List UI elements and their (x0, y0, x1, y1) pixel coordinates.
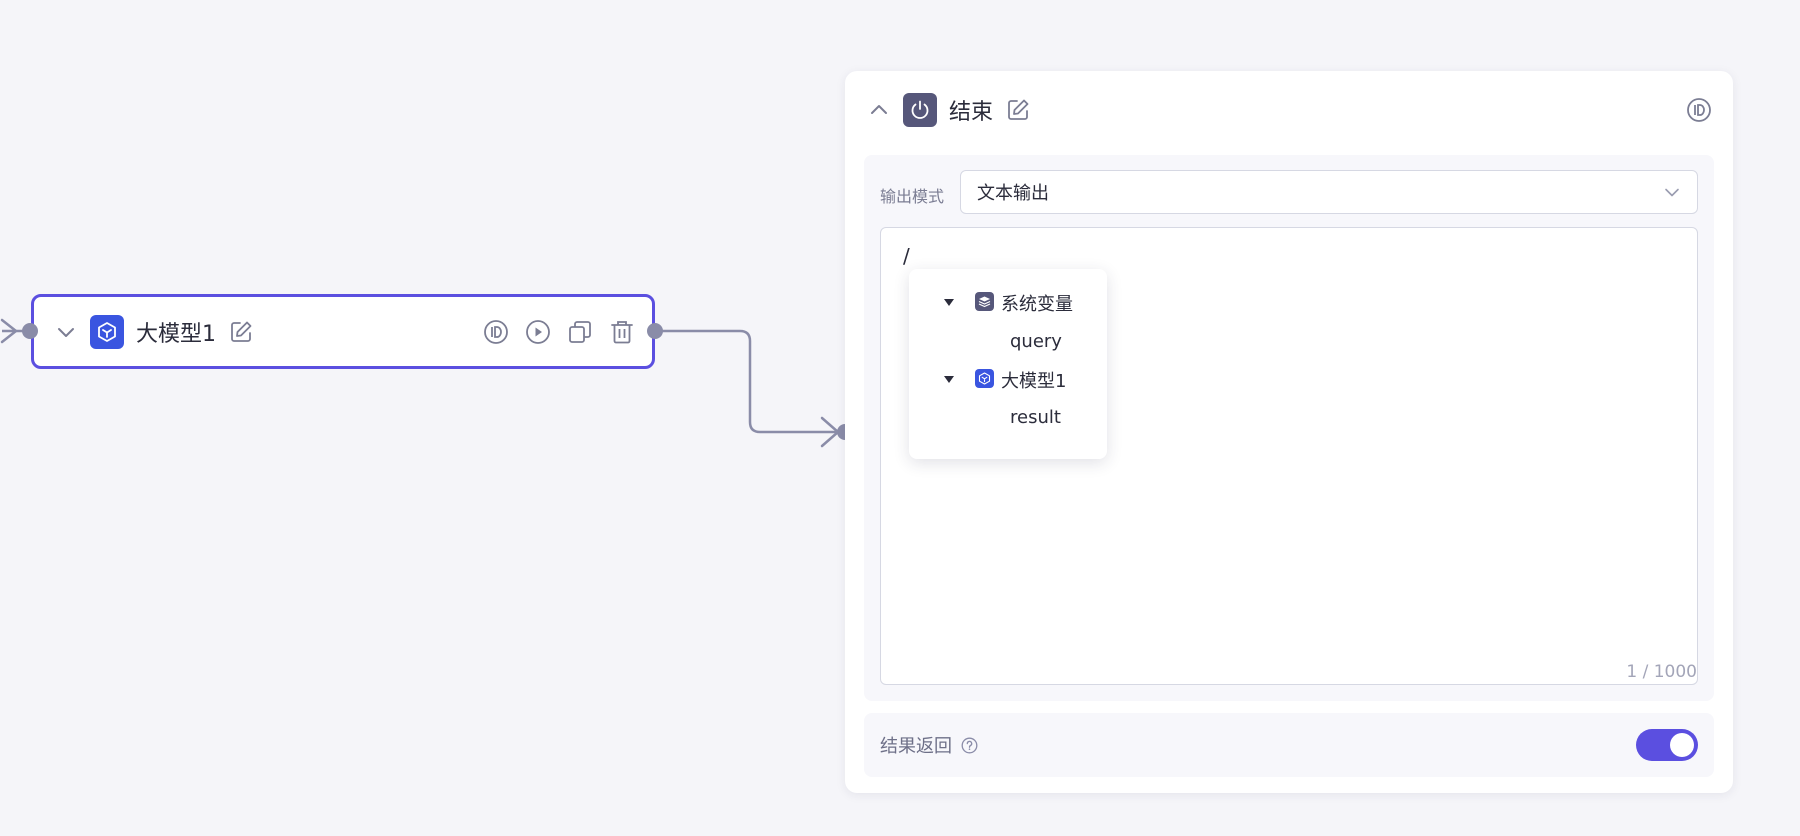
chevron-down-icon (1663, 183, 1681, 201)
llm-cube-icon (975, 369, 994, 388)
tree-group-label: 系统变量 (1001, 294, 1073, 315)
char-counter: 1 / 1000 (1626, 662, 1697, 682)
id-icon[interactable] (1685, 96, 1713, 124)
llm-output-port[interactable] (647, 323, 663, 339)
end-node-title: 结束 (949, 100, 994, 125)
variable-item-query[interactable]: query (1010, 331, 1062, 352)
id-icon[interactable] (482, 318, 510, 346)
llm-node-title: 大模型1 (136, 321, 216, 347)
power-icon (903, 93, 937, 127)
edit-icon[interactable] (228, 319, 254, 345)
copy-icon[interactable] (566, 318, 594, 346)
chevron-down-icon[interactable] (52, 318, 80, 346)
editor-content: / (903, 244, 910, 268)
variable-item-result[interactable]: result (1010, 407, 1061, 428)
return-result-section: 结果返回 (864, 713, 1714, 777)
return-result-label: 结果返回 (880, 736, 952, 757)
edit-icon[interactable] (1005, 97, 1031, 123)
tree-group-llm1[interactable]: 大模型1 (909, 364, 1107, 394)
end-node-header: 结束 (845, 71, 1733, 149)
llm-input-port[interactable] (22, 323, 38, 339)
chevron-up-icon[interactable] (865, 96, 893, 124)
edge-llm-to-end (655, 329, 843, 434)
node-actions (482, 318, 636, 346)
output-mode-select[interactable]: 文本输出 (960, 170, 1698, 214)
variable-dropdown: 系统变量 query 大模型1 result (909, 269, 1107, 459)
output-mode-value: 文本输出 (977, 183, 1049, 204)
output-mode-label: 输出模式 (880, 187, 945, 206)
help-icon[interactable] (960, 736, 978, 754)
tree-group-system-variables[interactable]: 系统变量 (909, 287, 1107, 317)
return-result-toggle[interactable] (1636, 729, 1698, 761)
run-icon[interactable] (524, 318, 552, 346)
system-variable-icon (975, 292, 994, 311)
toggle-knob (1670, 733, 1694, 757)
caret-down-icon[interactable] (943, 298, 955, 307)
delete-icon[interactable] (608, 318, 636, 346)
tree-group-label: 大模型1 (1001, 371, 1067, 392)
llm-node[interactable]: 大模型1 (31, 294, 655, 369)
end-node-panel: 结束 输出模式 文本输出 / 1 / 1000 结果返回 (845, 71, 1733, 793)
caret-down-icon[interactable] (943, 375, 955, 384)
llm-cube-icon (90, 314, 124, 349)
